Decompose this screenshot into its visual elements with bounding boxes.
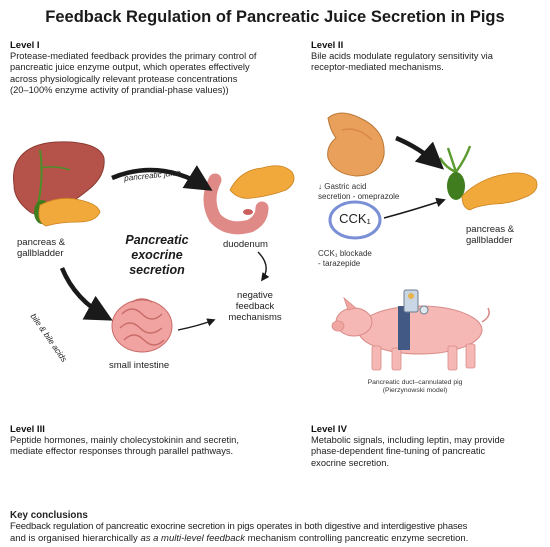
level-4-line: Metabolic signals, including leptin, may…	[311, 435, 505, 445]
level-3-panel: Level III Peptide hormones, mainly chole…	[10, 424, 300, 458]
pancreatic-juice-arrow	[111, 165, 213, 191]
center-title: Pancreatic exocrine secretion	[125, 233, 189, 277]
level-3-heading: Level III	[10, 424, 45, 435]
cck-label: CCK₁	[339, 211, 371, 226]
key-conclusions: Key conclusions Feedback regulation of p…	[10, 510, 548, 544]
pig-caption: Pancreatic duct–cannulated pig (Pierzyno…	[367, 379, 463, 395]
page-title: Feedback Regulation of Pancreatic Juice …	[45, 8, 505, 26]
level-1-line: pancreatic juice enzyme output, which op…	[10, 62, 250, 73]
level-2-panel: Level II Bile acids modulate regulatory …	[311, 40, 546, 74]
level-1-heading: Level I	[10, 40, 40, 51]
pancreas-gallbladder-icon-right	[438, 145, 538, 211]
level-1-line: (20–100% enzyme activity of prandial-pha…	[10, 85, 229, 96]
level-4-line: exocrine secretion.	[311, 457, 390, 468]
key-conclusions-heading: Key conclusions	[10, 510, 88, 521]
level-4-heading: Level IV	[311, 424, 347, 435]
level-2-line: Bile acids modulate regulatory sensitivi…	[311, 51, 493, 61]
duodenum-icon	[203, 165, 295, 235]
intestine-feedback-arrow	[177, 318, 216, 331]
stomach-arrow	[395, 135, 445, 170]
pancreas-icon	[38, 197, 101, 227]
pancreas-gallbladder-label: pancreas & gallbladder	[17, 237, 66, 259]
level-2-line: receptor-mediated mechanisms.	[311, 62, 444, 73]
cck-arrow	[383, 197, 446, 219]
key-line-2: and is organised hierarchically as a mul…	[10, 532, 469, 544]
duodenum-label: duodenum	[223, 239, 268, 250]
pancreas-gallbladder-label-right: pancreas & gallbladder	[466, 224, 515, 246]
key-line-1: Feedback regulation of pancreatic exocri…	[10, 521, 468, 532]
level-2-heading: Level II	[311, 40, 344, 51]
level-3-line: Peptide hormones, mainly cholecystokinin…	[10, 435, 239, 445]
bile-arrow	[59, 267, 113, 321]
stomach-icon	[327, 112, 385, 177]
small-intestine-label: small intestine	[109, 360, 170, 371]
gastric-acid-label: ↓ Gastric acid secretion - omeprazole	[318, 182, 400, 201]
duodenum-feedback-arrow	[257, 251, 270, 282]
level-1-line: Protease-mediated feedback provides the …	[10, 51, 257, 61]
level-4-line: phase-dependent fine-tuning of pancreati…	[311, 446, 486, 457]
small-intestine-icon	[111, 298, 173, 353]
level-1-line: across physiologically relevant protease…	[10, 73, 238, 84]
cck-blockade-label: CCK₁ blockade - tarazepide	[318, 249, 372, 268]
level-1-panel: Level I Protease-mediated feedback provi…	[10, 40, 295, 97]
level-4-panel: Level IV Metabolic signals, including le…	[311, 424, 546, 469]
cannulated-pig-icon	[331, 289, 490, 371]
negative-feedback-label: negative feedback mechanisms	[228, 290, 282, 323]
level-3-line: mediate effector responses through paral…	[10, 446, 234, 457]
cck-receptor-icon	[328, 200, 382, 240]
